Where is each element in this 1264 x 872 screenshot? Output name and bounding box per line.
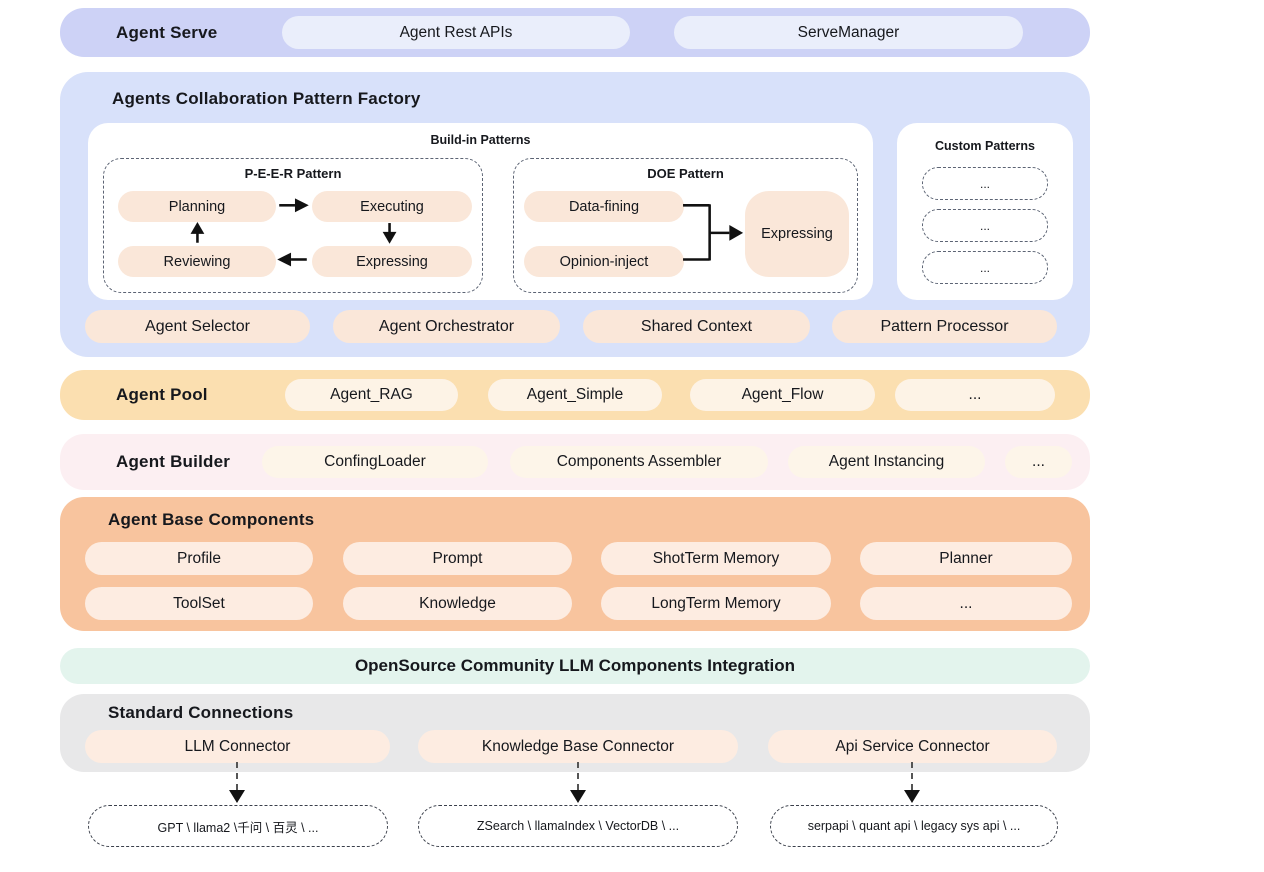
agent-base-components-title: Agent Base Components bbox=[108, 510, 315, 529]
llm-connector-node: LLM Connector bbox=[85, 730, 390, 763]
custom-pattern-slot: ... bbox=[922, 251, 1048, 284]
config-loader-node: ConfingLoader bbox=[262, 446, 488, 478]
peer-planning-node: Planning bbox=[118, 191, 276, 222]
agent-builder-band: Agent Builder ConfingLoader Components A… bbox=[60, 434, 1090, 490]
planner-node: Planner bbox=[860, 542, 1072, 575]
agent-flow-node: Agent_Flow bbox=[690, 379, 875, 411]
llm-providers-node: GPT \ llama2 \千问 \ 百灵 \ ... bbox=[88, 805, 388, 847]
prompt-node: Prompt bbox=[343, 542, 572, 575]
agent-builder-label: Agent Builder bbox=[116, 452, 231, 471]
components-assembler-node: Components Assembler bbox=[510, 446, 768, 478]
builder-more-node: ... bbox=[1005, 446, 1072, 478]
opensource-integration-title: OpenSource Community LLM Components Inte… bbox=[354, 656, 796, 675]
doe-connector-arrows bbox=[683, 204, 744, 261]
knowledge-base-connector-node: Knowledge Base Connector bbox=[418, 730, 738, 763]
peer-executing-node: Executing bbox=[312, 191, 472, 222]
standard-connections-title: Standard Connections bbox=[108, 703, 294, 722]
agent-serve-label: Agent Serve bbox=[116, 22, 218, 42]
peer-pattern-title: P-E-E-R Pattern bbox=[244, 166, 342, 181]
doe-pattern-title: DOE Pattern bbox=[647, 166, 724, 181]
doe-expressing-node: Expressing bbox=[745, 191, 849, 277]
toolset-node: ToolSet bbox=[85, 587, 313, 620]
peer-pattern-box: P-E-E-R Pattern Planning Executing Revie… bbox=[103, 158, 483, 293]
agent-base-components-band: Agent Base Components Profile Prompt Sho… bbox=[60, 497, 1090, 631]
knowledge-providers-node: ZSearch \ llamaIndex \ VectorDB \ ... bbox=[418, 805, 738, 847]
agent-pool-label: Agent Pool bbox=[116, 385, 208, 404]
agent-more-node: ... bbox=[895, 379, 1055, 411]
custom-patterns-box: Custom Patterns ... ... ... bbox=[897, 123, 1073, 300]
api-providers-node: serpapi \ quant api \ legacy sys api \ .… bbox=[770, 805, 1058, 847]
custom-pattern-slot: ... bbox=[922, 209, 1048, 242]
agent-instancing-node: Agent Instancing bbox=[788, 446, 985, 478]
agent-pool-band: Agent Pool Agent_RAG Agent_Simple Agent_… bbox=[60, 370, 1090, 420]
doe-data-fining-node: Data-fining bbox=[524, 191, 684, 222]
custom-patterns-title: Custom Patterns bbox=[934, 139, 1036, 153]
agent-rag-node: Agent_RAG bbox=[285, 379, 458, 411]
shared-context-node: Shared Context bbox=[583, 310, 810, 343]
buildin-patterns-box: Build-in Patterns P-E-E-R Pattern Planni… bbox=[88, 123, 873, 300]
agent-orchestrator-node: Agent Orchestrator bbox=[333, 310, 560, 343]
pattern-factory-band: Agents Collaboration Pattern Factory Bui… bbox=[60, 72, 1090, 357]
profile-node: Profile bbox=[85, 542, 313, 575]
doe-pattern-box: DOE Pattern Data-fining Opinion-inject E… bbox=[513, 158, 858, 293]
peer-flow-arrows bbox=[190, 198, 397, 267]
pattern-factory-title: Agents Collaboration Pattern Factory bbox=[112, 89, 421, 108]
standard-connections-band: Standard Connections LLM Connector Knowl… bbox=[60, 694, 1090, 772]
serve-manager-node: ServeManager bbox=[674, 16, 1023, 49]
doe-opinion-inject-node: Opinion-inject bbox=[524, 246, 684, 277]
shortterm-memory-node: ShotTerm Memory bbox=[601, 542, 831, 575]
base-more-node: ... bbox=[860, 587, 1072, 620]
custom-pattern-slot: ... bbox=[922, 167, 1048, 200]
agent-selector-node: Agent Selector bbox=[85, 310, 310, 343]
peer-expressing-node: Expressing bbox=[312, 246, 472, 277]
peer-reviewing-node: Reviewing bbox=[118, 246, 276, 277]
api-service-connector-node: Api Service Connector bbox=[768, 730, 1057, 763]
agent-simple-node: Agent_Simple bbox=[488, 379, 662, 411]
knowledge-node: Knowledge bbox=[343, 587, 572, 620]
buildin-patterns-title: Build-in Patterns bbox=[430, 133, 531, 147]
longterm-memory-node: LongTerm Memory bbox=[601, 587, 831, 620]
opensource-integration-band: OpenSource Community LLM Components Inte… bbox=[60, 648, 1090, 684]
agent-serve-band: Agent Serve Agent Rest APIs ServeManager bbox=[60, 8, 1090, 57]
pattern-processor-node: Pattern Processor bbox=[832, 310, 1057, 343]
agent-rest-apis-node: Agent Rest APIs bbox=[282, 16, 630, 49]
